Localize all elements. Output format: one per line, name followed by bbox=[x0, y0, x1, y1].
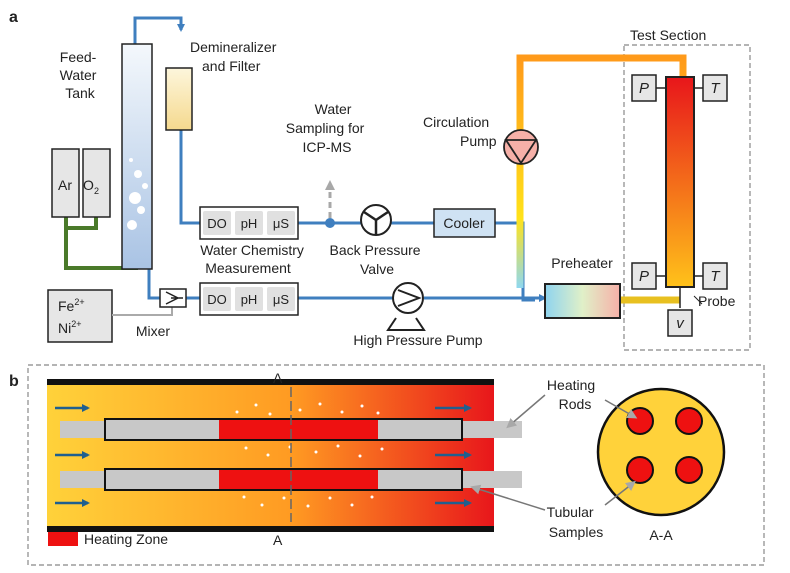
sensor-ph-upper: pH bbox=[241, 216, 258, 231]
section-label-bottom: A bbox=[273, 532, 283, 548]
flow-channel bbox=[47, 383, 494, 528]
sensor-us-upper: μS bbox=[273, 216, 289, 231]
test-section-label: Test Section bbox=[630, 27, 706, 43]
mixer bbox=[159, 288, 187, 308]
panel-b-frame bbox=[27, 364, 765, 566]
sampling-junction bbox=[325, 218, 335, 228]
pointer-lines bbox=[470, 394, 638, 511]
sensor-do-upper: DO bbox=[207, 216, 227, 231]
cross-section-label: A-A bbox=[649, 527, 673, 543]
sensor-us-lower: μS bbox=[273, 292, 289, 307]
mixer-label: Mixer bbox=[136, 323, 171, 339]
sensor-do-lower: DO bbox=[207, 292, 227, 307]
rod-end-left-2 bbox=[60, 471, 105, 488]
temperature-upper: T bbox=[710, 80, 721, 97]
cooler-label: Cooler bbox=[443, 215, 485, 231]
pressure-upper: P bbox=[639, 80, 649, 97]
legend-heating-swatch bbox=[48, 532, 78, 546]
oxygen-label: O2 bbox=[83, 177, 99, 196]
feed-water-tank-label: Feed- Water Tank bbox=[60, 49, 101, 101]
upper-sensors: P T bbox=[631, 74, 728, 102]
rod-end-right-1 bbox=[462, 421, 522, 438]
tubular-sample-1 bbox=[104, 418, 463, 441]
lower-sensors: P T v bbox=[631, 262, 728, 337]
circulation-pump-label: Circulation Pump bbox=[423, 114, 497, 149]
rod-end-right-2 bbox=[462, 471, 522, 488]
back-pressure-valve-label: Back Pressure Valve bbox=[330, 242, 425, 277]
argon-bottle bbox=[51, 148, 80, 218]
panel-a-letter: a bbox=[9, 9, 18, 26]
preheater-label: Preheater bbox=[551, 255, 613, 271]
ion-ni-label: Ni2+ bbox=[58, 319, 82, 336]
probe-pointer bbox=[693, 295, 703, 305]
argon-label: Ar bbox=[58, 177, 72, 193]
tank-bubbles bbox=[127, 158, 148, 230]
heating-rods-label: Heating Rods bbox=[547, 377, 599, 412]
flow-bubbles bbox=[235, 402, 384, 508]
sampling-label: Water Sampling for ICP-MS bbox=[286, 101, 368, 155]
ion-fe-label: Fe2+ bbox=[58, 297, 85, 314]
rod-end-left-1 bbox=[60, 421, 105, 438]
sensor-ph-lower: pH bbox=[241, 292, 258, 307]
demineralizer-filter bbox=[165, 67, 193, 131]
section-label-top: A bbox=[273, 370, 283, 386]
probe-label: Probe bbox=[698, 293, 736, 309]
tubular-samples-label: Tubular Samples bbox=[547, 504, 604, 540]
demineralizer-label: Demineralizer and Filter bbox=[190, 39, 280, 74]
potential-sensor: v bbox=[676, 315, 685, 332]
channel-wall-top bbox=[47, 379, 494, 385]
tubular-sample-2 bbox=[104, 468, 463, 491]
pressure-lower: P bbox=[639, 268, 649, 285]
cooler bbox=[433, 208, 496, 238]
temperature-lower: T bbox=[710, 268, 721, 285]
high-pressure-pump-label: High Pressure Pump bbox=[353, 332, 482, 348]
water-chemistry-label: Water Chemistry Measurement bbox=[200, 242, 308, 276]
channel-wall-bottom bbox=[47, 526, 494, 532]
hot-pipe-vertical bbox=[516, 54, 687, 288]
sensor-row-lower: DO pH μS bbox=[199, 282, 299, 316]
feed-water-tank bbox=[121, 43, 153, 270]
circulation-pump bbox=[503, 129, 539, 165]
sensor-row-upper: DO pH μS bbox=[199, 206, 299, 240]
preheater bbox=[544, 283, 621, 319]
ion-line bbox=[112, 305, 173, 316]
panel-b-letter: b bbox=[9, 373, 19, 390]
back-pressure-valve bbox=[360, 204, 392, 236]
legend-heating-label: Heating Zone bbox=[84, 531, 168, 547]
flow-arrows bbox=[55, 404, 472, 507]
oxygen-bottle bbox=[82, 148, 111, 218]
high-pressure-pump bbox=[386, 282, 426, 331]
test-section-vessel bbox=[665, 76, 695, 288]
